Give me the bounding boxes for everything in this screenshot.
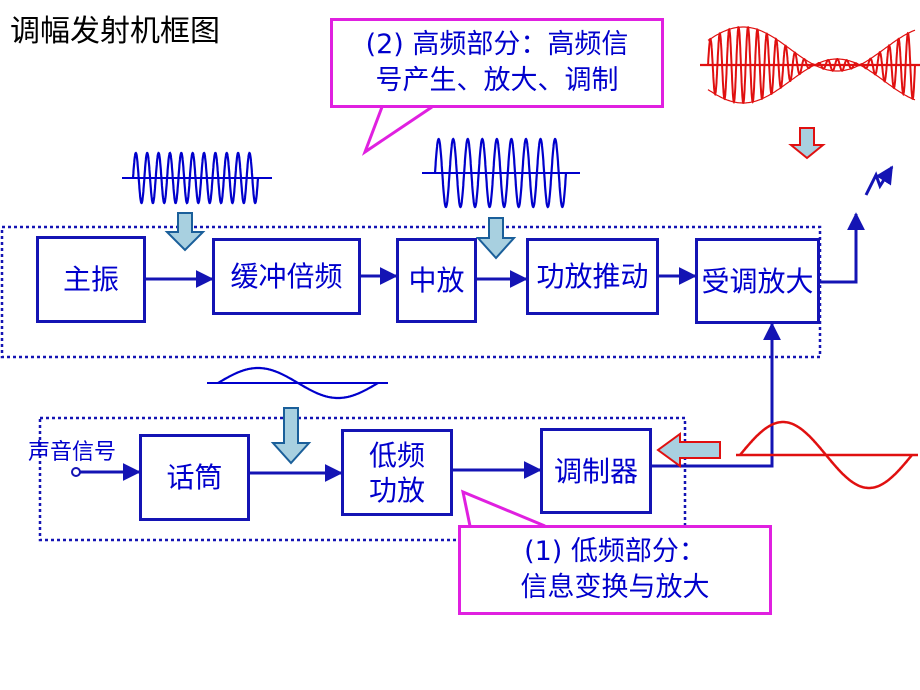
- callout-high-frequency: (2) 高频部分：高频信 号产生、放大、调制: [330, 18, 664, 108]
- low-frequency-section-outline: [38, 416, 687, 542]
- high-frequency-section-outline: [0, 225, 822, 359]
- callout-high-line1: (2) 高频部分：高频信: [365, 28, 629, 60]
- am-wave-sketch: [707, 25, 916, 104]
- buffer-multiplier-block: 缓冲倍频: [212, 238, 361, 315]
- audio-input-label: 声音信号: [28, 440, 117, 465]
- input-terminal: [71, 467, 81, 477]
- callout-low-frequency: (1) 低频部分： 信息变换与放大: [458, 525, 772, 615]
- left-arrow-icon: [656, 432, 721, 468]
- down-arrow-icon: [788, 127, 826, 160]
- am-envelope-sketch: [707, 58, 916, 104]
- modulator-block: 调制器: [540, 428, 652, 514]
- microphone-block: 话筒: [139, 434, 250, 521]
- oscillator-block: 主振: [36, 236, 146, 323]
- down-arrow-icon: [475, 217, 517, 260]
- modulated-amp-block: 受调放大: [695, 238, 820, 324]
- callout-low-line1: (1) 低频部分：: [524, 535, 706, 567]
- carrier-wave-sketch: [131, 151, 260, 205]
- lf-amp-line1: 低频: [368, 438, 425, 472]
- down-arrow-icon: [270, 407, 312, 465]
- audio-wave-sketch: [217, 366, 379, 400]
- modulating-wave-sketch: [739, 420, 913, 490]
- callout-high-line2: 号产生、放大、调制: [375, 65, 619, 96]
- lf-amp-block: 低频 功放: [341, 429, 453, 516]
- down-arrow-icon: [164, 212, 206, 252]
- page-title: 调幅发射机框图: [10, 14, 220, 49]
- carrier-wave-sketch: [433, 137, 568, 209]
- am-envelope-sketch: [707, 26, 916, 72]
- modulator-to-modamp-line: [652, 322, 781, 468]
- output-line: [820, 212, 865, 284]
- callout-high-tail: [361, 105, 433, 156]
- intermediate-amp-block: 中放: [396, 238, 477, 323]
- callout-low-tail: [460, 489, 546, 528]
- driver-amp-block: 功放推动: [526, 238, 659, 315]
- antenna-icon: [864, 165, 894, 196]
- lf-amp-line2: 功放: [368, 473, 425, 507]
- callout-low-line2: 信息变换与放大: [520, 572, 710, 603]
